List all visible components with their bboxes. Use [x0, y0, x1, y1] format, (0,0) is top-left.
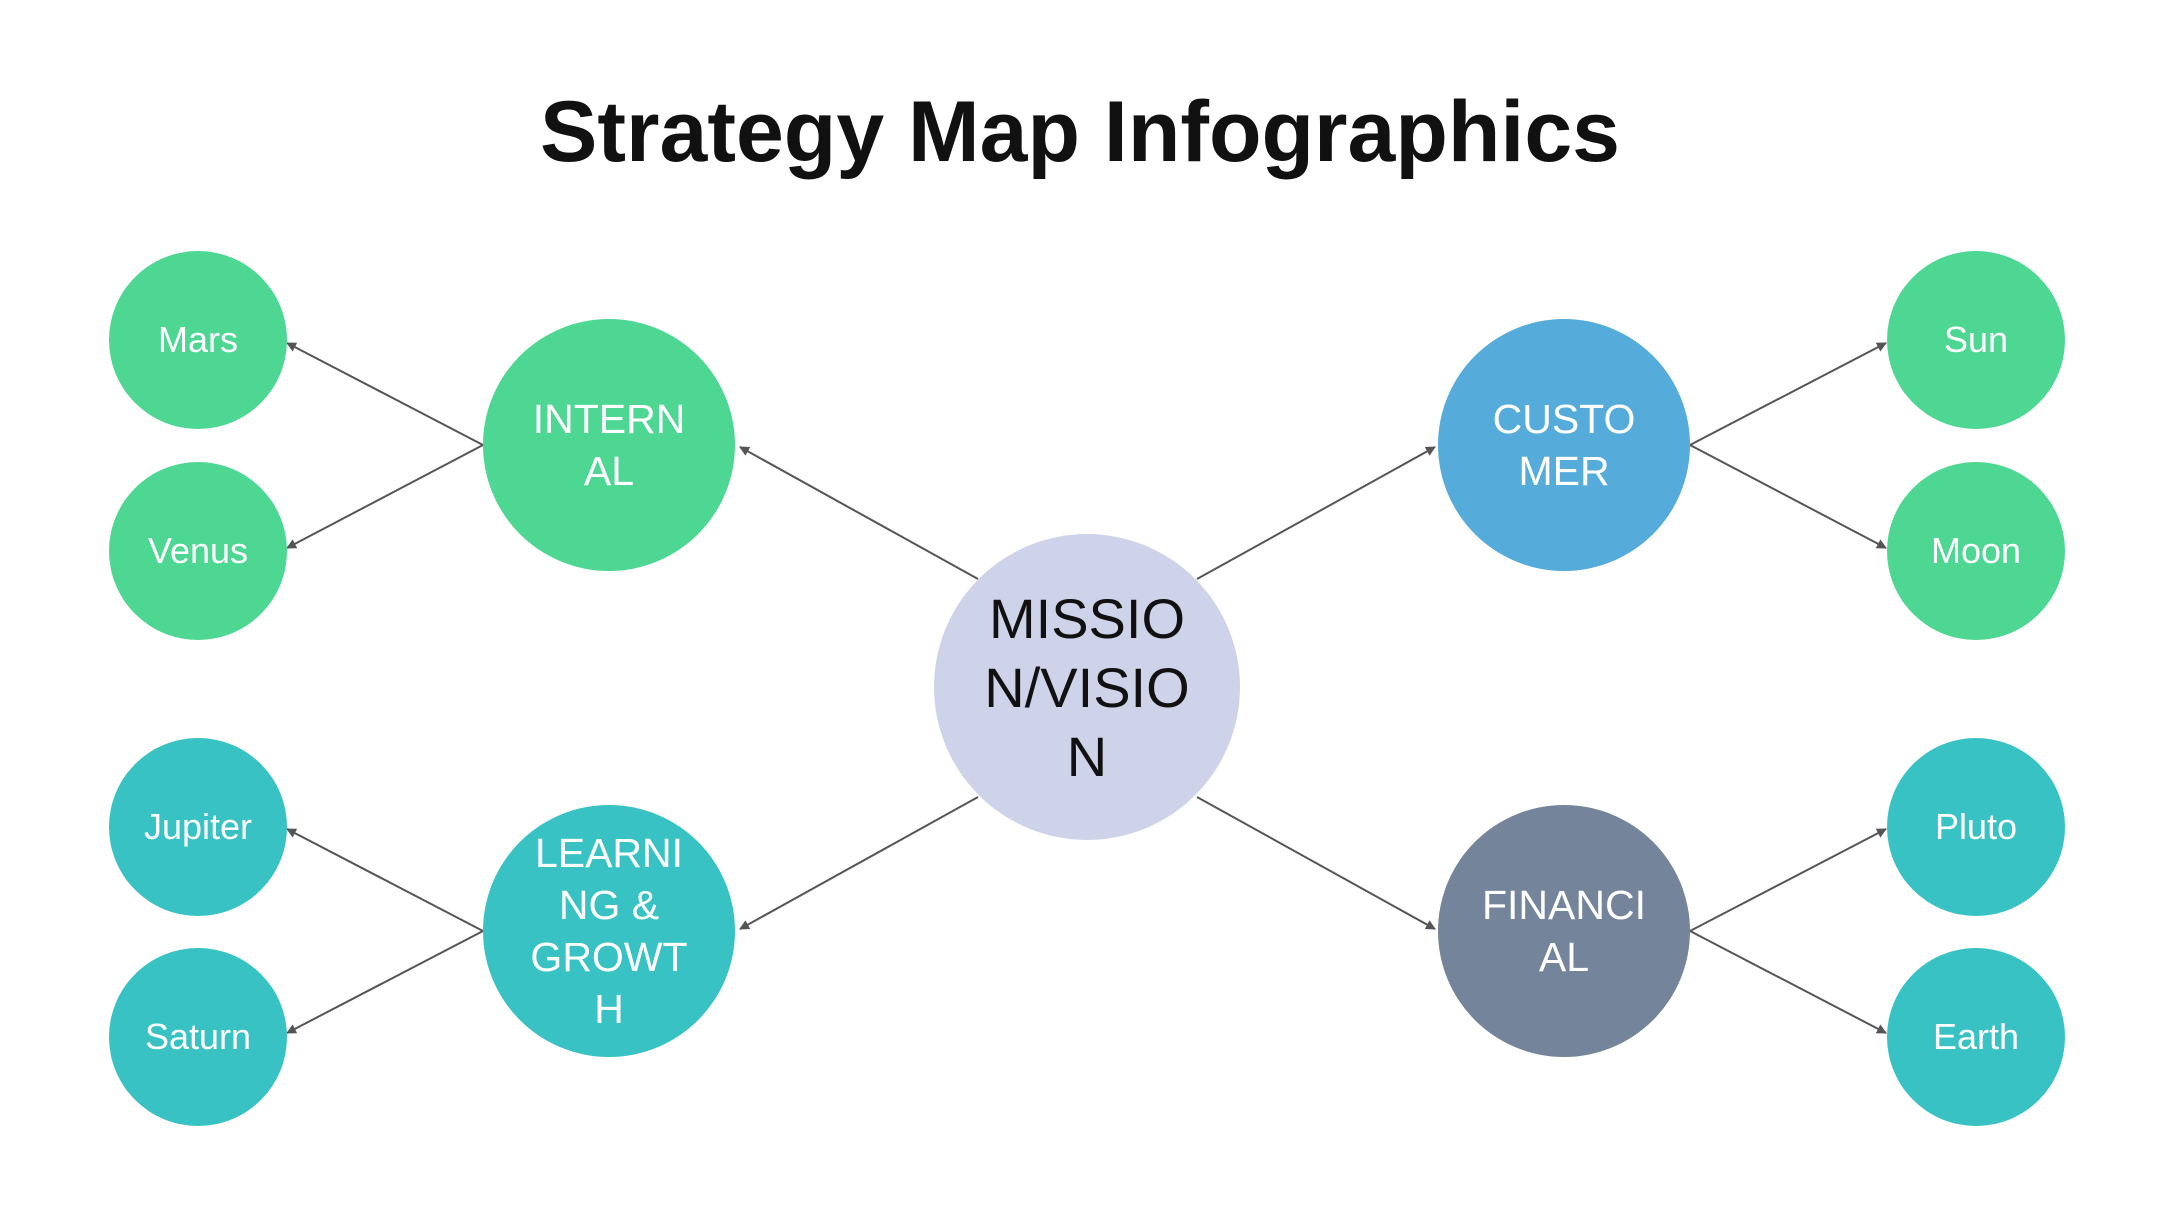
arrow-center-to-customer [1196, 446, 1436, 580]
leaf-saturn: Saturn [109, 948, 287, 1126]
leaf-jupiter: Jupiter [109, 738, 287, 916]
internal-label: INTERN AL [532, 396, 686, 494]
financial-label: FINANCI AL [1482, 882, 1646, 980]
arrow-learning-to-saturn [286, 930, 484, 1034]
leaf-saturn-label: Saturn [144, 1016, 252, 1057]
customer-label: CUSTO MER [1492, 396, 1636, 494]
learning-growth-label: LEARNI NG & GROWT H [530, 830, 688, 1032]
mission-vision-label: MISSIO N/VISIO N [984, 586, 1190, 788]
leaf-mars: Mars [109, 251, 287, 429]
arrow-center-to-learning [739, 796, 979, 930]
arrow-center-to-internal [739, 446, 979, 580]
arrow-customer-to-sun [1689, 342, 1887, 446]
internal-node: INTERN AL [483, 319, 735, 571]
leaf-earth-label: Earth [1932, 1016, 2020, 1057]
leaf-moon-label: Moon [1930, 530, 2022, 571]
leaf-pluto: Pluto [1887, 738, 2065, 916]
arrow-internal-to-venus [286, 444, 484, 549]
leaf-sun: Sun [1887, 251, 2065, 429]
arrow-internal-to-mars [286, 342, 484, 446]
learning-growth-node: LEARNI NG & GROWT H [483, 805, 735, 1057]
arrow-learning-to-jupiter [286, 828, 484, 932]
leaf-venus: Venus [109, 462, 287, 640]
mission-vision-node: MISSIO N/VISIO N [934, 534, 1240, 840]
leaf-moon: Moon [1887, 462, 2065, 640]
customer-node: CUSTO MER [1438, 319, 1690, 571]
arrow-center-to-financial [1196, 796, 1436, 930]
leaf-sun-label: Sun [1943, 319, 2009, 360]
leaf-mars-label: Mars [158, 319, 238, 360]
page-title: Strategy Map Infographics [540, 84, 1620, 180]
arrow-financial-to-pluto [1689, 828, 1887, 932]
leaf-jupiter-label: Jupiter [143, 806, 253, 847]
arrow-customer-to-moon [1689, 444, 1887, 549]
leaf-venus-label: Venus [147, 530, 249, 571]
leaf-earth: Earth [1887, 948, 2065, 1126]
arrow-financial-to-earth [1689, 930, 1887, 1034]
financial-node: FINANCI AL [1438, 805, 1690, 1057]
leaf-pluto-label: Pluto [1934, 806, 2018, 847]
